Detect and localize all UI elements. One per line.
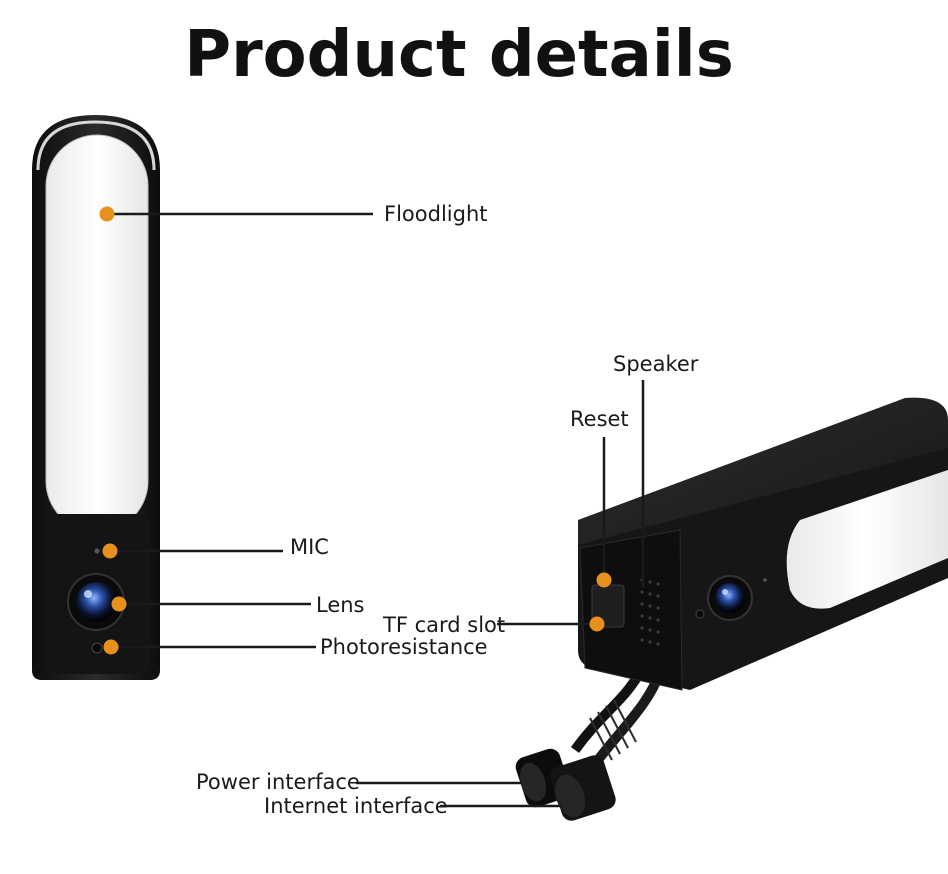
floodlight-callout xyxy=(99,206,373,222)
tf-card-slot-callout xyxy=(497,616,605,632)
reset-label: Reset xyxy=(570,407,629,431)
front-view-device xyxy=(32,115,160,680)
page-title: Product details xyxy=(184,18,734,92)
floodlight-label: Floodlight xyxy=(384,202,488,226)
lens-label: Lens xyxy=(316,593,365,617)
mic-callout xyxy=(102,543,283,559)
side-view-device xyxy=(515,397,948,821)
mic-label: MIC xyxy=(290,535,329,559)
power-interface-label: Power interface xyxy=(196,770,360,794)
lens-callout xyxy=(111,596,311,612)
photoresistance-label: Photoresistance xyxy=(320,635,488,659)
speaker-label: Speaker xyxy=(613,352,699,376)
internet-interface-label: Internet interface xyxy=(264,794,448,818)
photoresistance-callout xyxy=(103,639,316,655)
tf-card-slot-label: TF card slot xyxy=(383,613,506,637)
reset-callout xyxy=(596,437,612,588)
